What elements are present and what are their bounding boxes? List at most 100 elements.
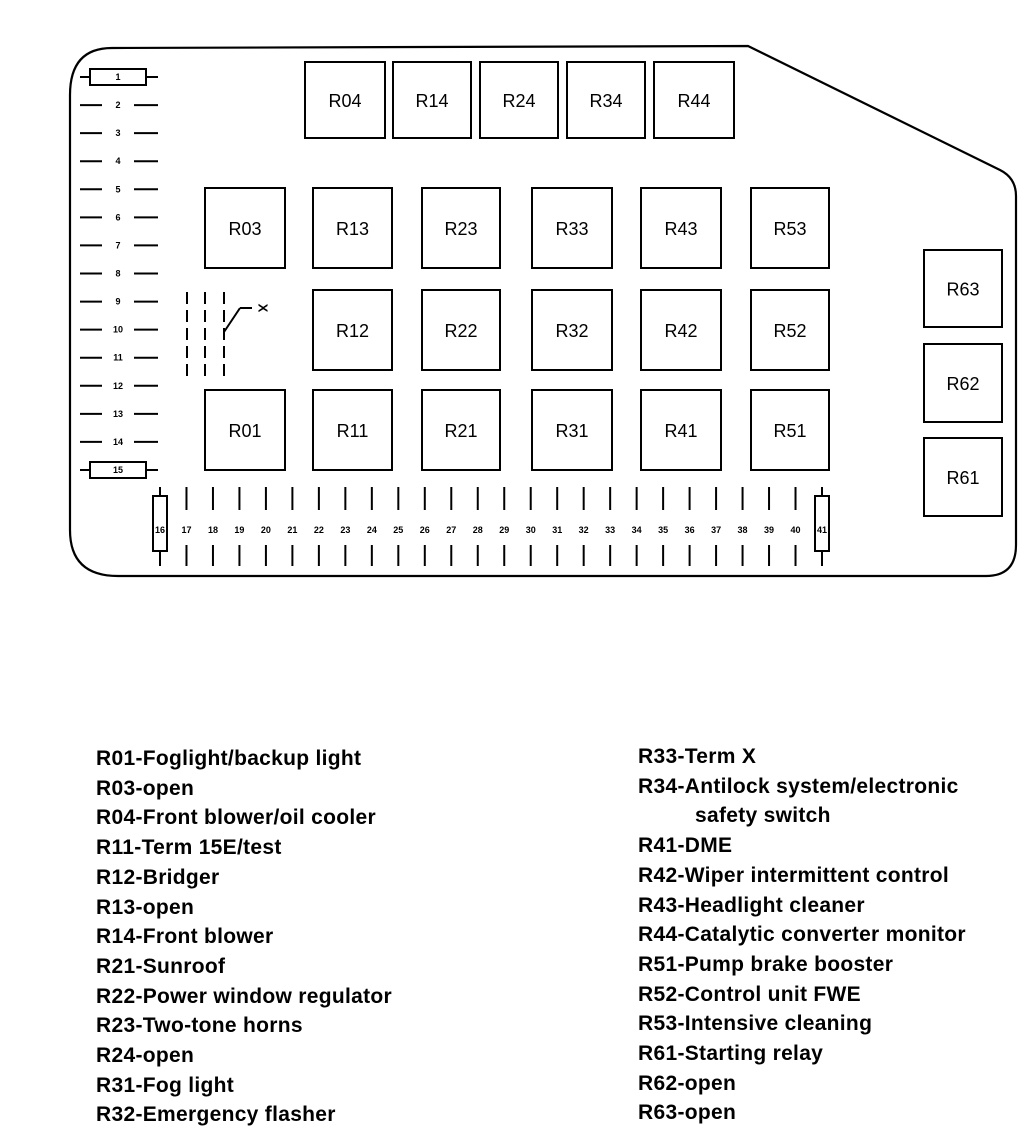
fuse-number: 30 [526,525,536,535]
relay-label: R04 [328,91,361,111]
legend-description: Front blower [142,925,274,949]
legend-description: Sunroof [142,954,226,978]
legend-code: R14 [96,925,136,949]
relay-r04: R04 [304,61,386,139]
legend-description: Control unit FWE [684,982,861,1006]
relay-label: R41 [664,421,697,441]
legend-item: R04-Front blower/oil cooler [96,803,392,833]
legend-description: Foglight/backup light [142,747,362,770]
relay-label: R34 [589,91,622,111]
legend-item: R33-Term X [638,742,966,772]
legend-separator: - [135,1103,143,1127]
relay-r12: R12 [312,289,393,371]
fuse-33: 33 [605,487,615,566]
legend-code: R01 [96,747,136,770]
relay-label: R03 [228,219,261,239]
fuse-holder [814,495,830,552]
fuse-40: 40 [791,487,801,566]
fuse-13: 13 [80,409,158,419]
relay-r22: R22 [421,289,501,371]
legend-separator: - [677,774,685,798]
legend-code: R53 [638,1012,678,1036]
legend-description: Term X [684,745,757,768]
legend-separator: - [135,895,143,919]
relay-label: R22 [444,321,477,341]
fuse-number: 10 [113,325,123,335]
legend-description: Catalytic converter monitor [684,923,966,947]
legend-separator: - [135,954,143,978]
fuse-number: 33 [605,525,615,535]
fuse-21: 21 [287,487,297,566]
relay-box [640,187,722,269]
legend-description: Bridger [142,865,220,889]
relay-r23: R23 [421,187,501,269]
relay-r01: R01 [204,389,286,471]
relay-r52: R52 [750,289,830,371]
fuse-number: 29 [499,525,509,535]
relay-label: R31 [555,421,588,441]
relay-box [204,389,286,471]
relay-r34: R34 [566,61,646,139]
fuse-number: 9 [115,297,120,307]
relay-r41: R41 [640,389,722,471]
fuse-number: 5 [115,184,120,194]
fuse-17: 17 [181,487,191,566]
relay-box [750,187,830,269]
fuse-6: 6 [80,212,158,222]
relay-box [204,187,286,269]
relay-box [923,437,1003,517]
fuse-18: 18 [208,487,218,566]
relay-box [312,187,393,269]
legend-item: R21-Sunroof [96,952,392,982]
legend-description: open [142,776,195,800]
relay-box [640,289,722,371]
legend-item: R22-Power window regulator [96,982,392,1012]
legend-separator: - [677,893,685,917]
legend-description: Power window regulator [142,984,393,1008]
fuse-25: 25 [393,487,403,566]
relay-r62: R62 [923,343,1003,423]
fuse-number: 21 [287,525,297,535]
relay-box [653,61,735,139]
fuse-19: 19 [234,487,244,566]
legend-separator: - [677,834,685,858]
legend-code: R34 [638,774,678,798]
legend-description: Front blower/oil cooler [142,806,376,830]
relay-r31: R31 [531,389,613,471]
legend-code: R33 [638,745,678,768]
relay-label: R24 [502,91,535,111]
relay-r14: R14 [392,61,472,139]
legend-code: R12 [96,865,136,889]
relay-box [640,389,722,471]
relay-label: R53 [773,219,806,239]
fuse-29: 29 [499,487,509,566]
fuse-14: 14 [80,437,158,447]
fuse-2: 2 [80,100,158,110]
legend-code: R51 [638,952,678,976]
relay-box [923,343,1003,423]
relay-r24: R24 [479,61,559,139]
fuse-holder [152,495,168,552]
fuse-number: 20 [261,525,271,535]
relay-box [923,249,1003,328]
fuse-36: 36 [685,487,695,566]
fuse-30: 30 [526,487,536,566]
relay-label: R13 [336,219,369,239]
legend-description: Pump brake booster [684,952,894,976]
legend-item: R43-Headlight cleaner [638,891,966,921]
relay-label: R01 [228,421,261,441]
fuse-number: 2 [115,100,120,110]
relay-label: R51 [773,421,806,441]
relay-box [312,289,393,371]
fuse-15: 15 [80,461,158,479]
fuse-32: 32 [579,487,589,566]
fuse-number: 8 [115,269,120,279]
legend-description: Intensive cleaning [684,1012,873,1036]
legend-code: R13 [96,895,136,919]
relay-label: R42 [664,321,697,341]
term-x-label: X [256,304,271,313]
relay-box [421,289,501,371]
legend-description: Antilock system/electronic [684,774,959,798]
legend-item: R41-DME [638,831,966,861]
